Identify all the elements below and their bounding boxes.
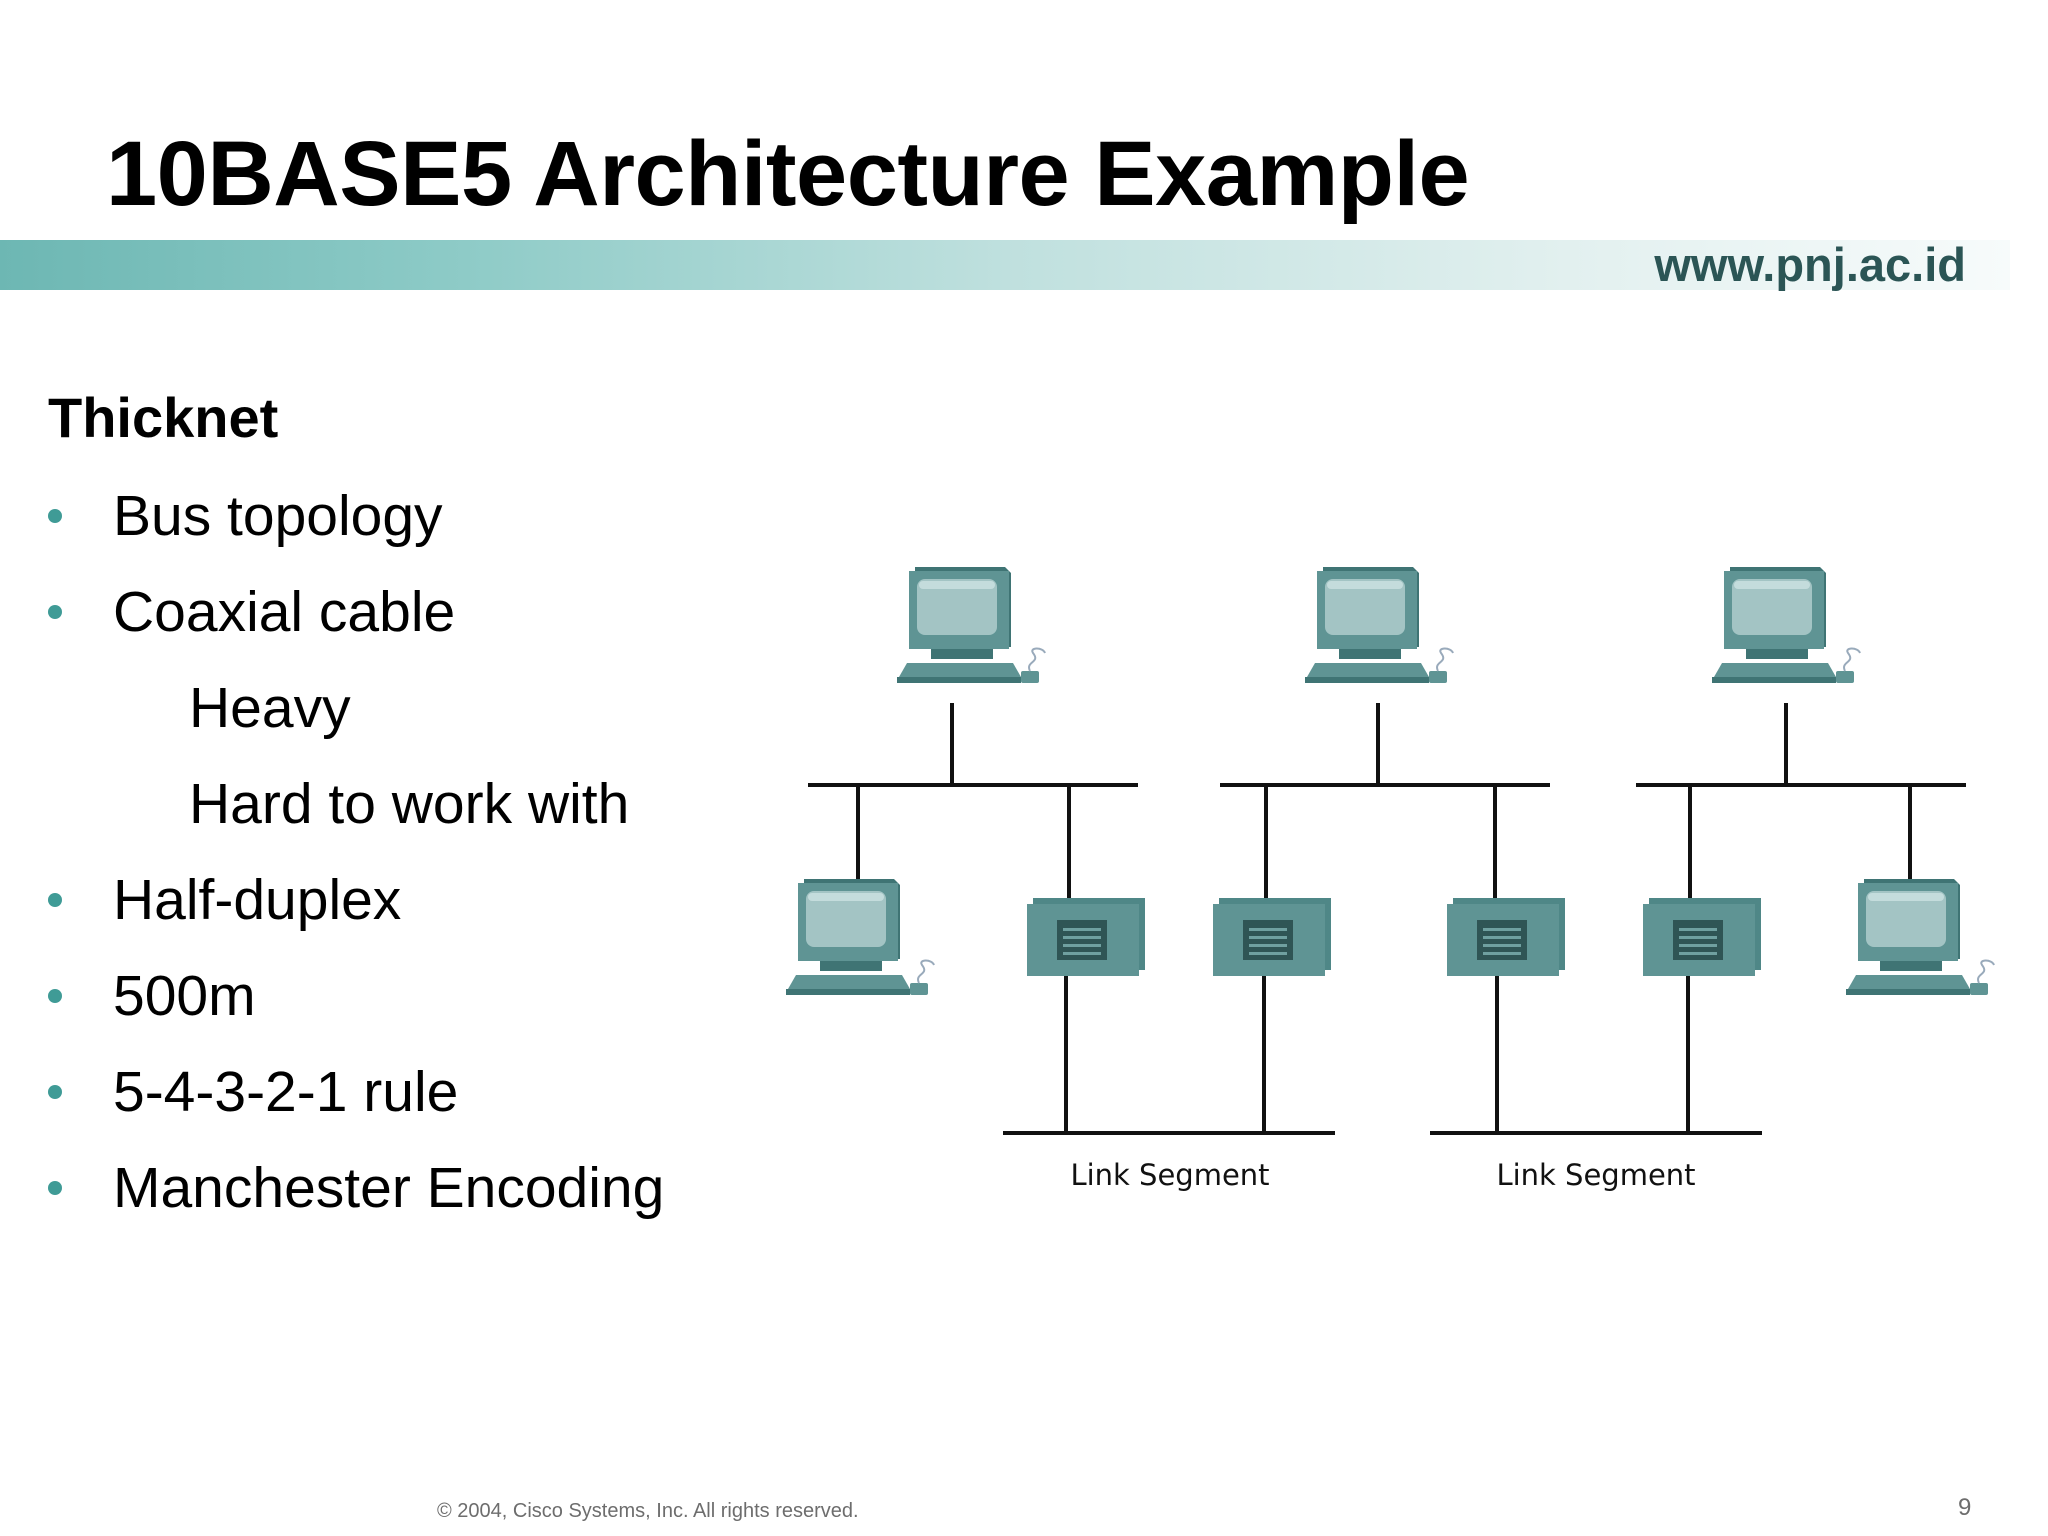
bullet-dot-icon [48,893,62,907]
page-number: 9 [1958,1494,1972,1521]
section-heading: Thicknet [48,386,279,449]
repeater-icon [1447,898,1565,976]
bullet-dot-icon [48,989,62,1003]
computer-icon [785,878,935,996]
bullet-dot-icon [48,605,62,619]
link-segment-label: Link Segment [1496,1158,1695,1192]
bullet-dot-icon [48,509,62,523]
repeater-icon [1643,898,1761,976]
repeater-icon [1027,898,1145,976]
bullet-dot-icon [48,1085,62,1099]
slide-title: 10BASE5 Architecture Example [106,123,1470,225]
computer-icon [1711,566,1861,684]
header-band [0,240,2010,290]
network-cables [808,703,1966,1135]
site-url[interactable]: www.pnj.ac.id [1654,238,1966,291]
computer-icon [1845,878,1995,996]
repeater-icon [1213,898,1331,976]
copyright-footer: © 2004, Cisco Systems, Inc. All rights r… [437,1500,859,1522]
computer-icon [896,566,1046,684]
link-segment-label: Link Segment [1070,1158,1269,1192]
bullet-dot-icon [48,1181,62,1195]
computer-icon [1304,566,1454,684]
